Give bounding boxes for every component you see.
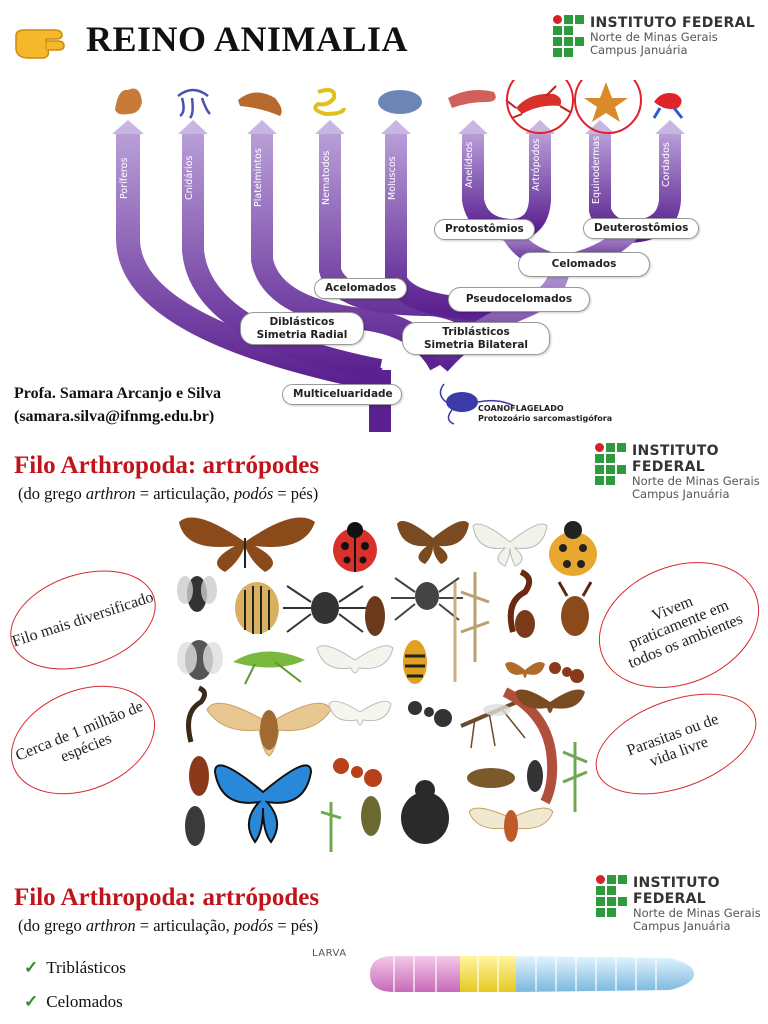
beetle-icon-4 [527,760,543,792]
checkmark-icon: ✓ [24,992,39,1011]
institute-logo: INSTITUTO FEDERAL Norte de Minas Gerais … [595,443,768,502]
phylum-label: Cnidários [184,155,195,201]
cicada-icon [206,702,332,757]
dung-beetle-icon [401,780,449,844]
node-deuterostomios: Deuterostômios [583,218,700,239]
institute-logo: INSTITUTO FEDERAL Norte de Minas Gerais … [596,875,768,934]
phylum-label: Nematodos [321,150,332,206]
ladybug-icon [333,522,377,572]
checkmark-icon: ✓ [24,958,39,977]
section2-title: Filo Arthropoda: artrópodes [14,452,320,479]
white-butterfly-icon [472,523,548,567]
node-diblasticos-line2: Simetria Radial [256,328,348,341]
institute-logo: INSTITUTO FEDERAL Norte de Minas Gerais … [553,15,755,58]
root-label: COANOFLAGELADO Protozoário sarcomastigóf… [478,404,612,424]
section3-title: Filo Arthropoda: artrópodes [14,884,320,911]
phylum-label: Poríferos [119,157,130,199]
spider-icon-2 [391,577,463,621]
institute-campus: Campus Januária [633,919,731,934]
phylum-label: Moluscos [387,156,398,200]
phylogenetic-tree [112,80,685,432]
institute-region: Norte de Minas Gerais [590,30,718,45]
node-diblasticos-line1: Diblásticos [269,316,335,328]
larva-label: LARVA [312,948,347,959]
institute-logo-mark [596,875,627,917]
cicada-icon-2 [468,807,554,842]
spotted-beetle-icon [549,521,597,576]
beetle-icon-3 [361,796,381,836]
node-triblasticos-line1: Triblásticos [442,326,510,338]
node-pseudocelomados: Pseudocelomados [448,287,590,312]
phylum-label: Cordados [661,142,672,188]
small-butterfly-icon [505,662,545,678]
node-acelomados: Acelomados [314,278,408,299]
author-block: Profa. Samara Arcanjo e Silva (samara.si… [14,382,221,428]
blue-butterfly-icon [213,764,313,844]
potato-beetle-icon [235,582,279,634]
fly-icon [177,576,217,612]
institute-region: Norte de Minas Gerais [632,474,760,489]
node-celomados: Celomados [518,252,650,277]
mantis-icon [562,742,588,812]
beetle-icon-2 [189,756,209,796]
institute-name: INSTITUTO FEDERAL [633,875,720,908]
scorpion-icon-2 [186,685,207,743]
check-item: ✓Triblásticos [24,958,126,977]
section3-subtitle: (do grego arthron = articulação, podós =… [18,916,319,935]
node-triblasticos: Triblásticos Simetria Bilateral [402,322,550,356]
mantis-icon-2 [320,802,342,852]
fact-oval-especies: Cerca de 1 milhão de espécies [0,665,172,815]
larva-diagram [370,956,694,992]
institute-campus: Campus Januária [590,43,688,58]
bee-icon [403,640,427,684]
ant-icon [549,662,584,683]
coanoflagelado-icon [439,383,515,425]
stag-beetle-icon [557,581,593,636]
dragonfly-larva-icon [467,768,515,788]
node-diblasticos: Diblásticos Simetria Radial [240,312,364,346]
scorpion-icon [507,569,535,638]
institute-campus: Campus Januária [632,487,730,502]
phylum-label: Anelídeos [464,141,475,189]
ant-icon-3 [333,758,382,787]
arthropod-collage [177,517,597,852]
institute-logo-mark [595,443,626,485]
phylum-label: Artrópodos [531,138,542,192]
housefly-icon [177,640,223,680]
butterfly-icon [179,517,315,572]
stick-insect-icon [460,572,490,662]
root-label-line1: COANOFLAGELADO [478,404,564,413]
beetle-icon [365,596,385,636]
node-multicelularidade: Multiceluaridade [282,384,402,405]
node-protostomios: Protostômios [434,219,535,240]
pointing-hand-icon [15,29,65,59]
institute-region: Norte de Minas Gerais [633,906,761,921]
node-triblasticos-line2: Simetria Bilateral [423,338,529,351]
moth-icon-2 [515,689,585,713]
author-name: Profa. Samara Arcanjo e Silva [14,385,221,402]
section2-subtitle: (do grego arthron = articulação, podós =… [18,484,319,503]
fact-oval-parasitas: Parasitas ou de vida livre [582,673,768,815]
mosquito-icon [460,700,526,749]
root-label-line2: Protozoário sarcomastigófora [478,414,613,423]
white-moth-icon [316,645,394,674]
check-item: ✓Celomados [24,992,123,1011]
beetle-icon-5 [185,806,205,846]
institute-name: INSTITUTO FEDERAL [632,443,719,476]
white-butterfly-icon-2 [328,700,392,726]
animal-icons [115,82,684,122]
spider-icon [283,585,367,633]
institute-name: INSTITUTO FEDERAL [590,15,755,31]
ant-icon-2 [408,701,452,727]
moth-icon [397,521,469,564]
fact-oval-ambientes: Vivem praticamente em todos os ambientes [579,539,768,711]
phylum-label: Platelmintos [253,148,264,208]
phylum-label: Equinodermas [591,135,602,205]
institute-logo-mark [553,15,584,57]
fact-oval-diversificado: Filo mais diversificado [0,553,169,687]
page-title: REINO ANIMALIA [86,19,409,59]
author-email: (samara.silva@ifnmg.edu.br) [14,408,215,425]
grasshopper-icon [233,651,305,685]
